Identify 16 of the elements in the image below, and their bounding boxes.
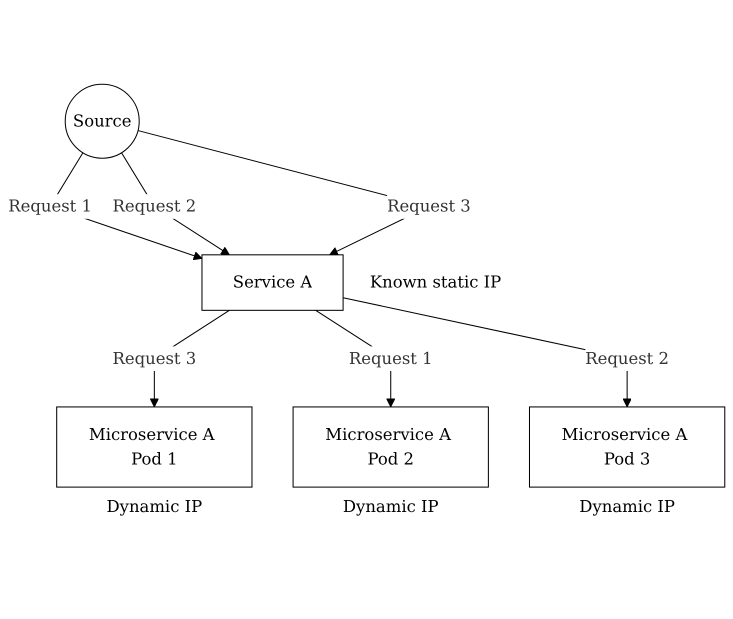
arrow [343, 297, 632, 408]
edge-label: Request 3 [112, 348, 196, 368]
edge-label: Request 2 [112, 196, 196, 216]
edge-label: Request 1 [8, 196, 92, 216]
node-box: Microservice A Pod 2 [292, 406, 489, 488]
node-box: Microservice A Pod 3 [528, 406, 726, 488]
node-box: Service A [201, 254, 344, 312]
node-label: Dynamic IP [342, 496, 439, 516]
node-label: Dynamic IP [106, 496, 202, 516]
edge-label: Request 2 [585, 348, 669, 368]
node-label: Known static IP [370, 272, 502, 292]
edge-label: Request 3 [387, 196, 471, 216]
edge-label: Request 1 [348, 348, 433, 368]
node-circle: Source [64, 84, 140, 159]
node-box: Microservice A Pod 1 [56, 406, 252, 488]
node-label: Dynamic IP [579, 496, 675, 516]
